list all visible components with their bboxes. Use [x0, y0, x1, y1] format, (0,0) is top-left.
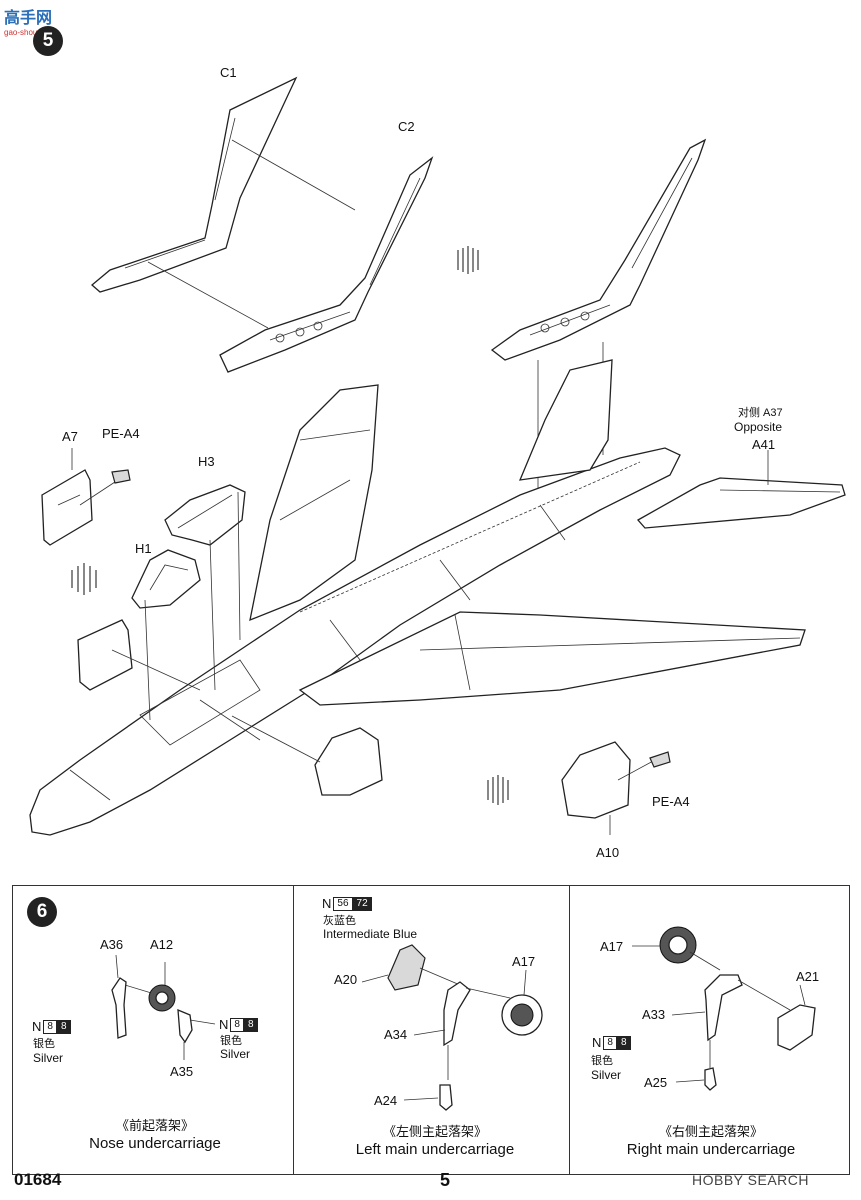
paint-nose-left-cn: 银色: [33, 1038, 55, 1050]
part-a24: [439, 1084, 453, 1111]
caption-nose: 《前起落架》 Nose undercarriage: [40, 1117, 270, 1153]
paint-nose-right: N 8 8: [219, 1017, 258, 1032]
label-h3: H3: [198, 454, 215, 469]
paint-right-main-cn: 银色: [591, 1055, 613, 1067]
label-a24: A24: [374, 1093, 398, 1108]
step6-number: 6: [27, 897, 57, 927]
label-a34: A34: [384, 1027, 408, 1042]
aircraft-left-wing: [249, 384, 379, 622]
paint-left-main-cn: 灰蓝色: [323, 915, 356, 927]
paint-code-black: 72: [352, 896, 372, 911]
label-a10: A10: [596, 845, 620, 860]
part-a35: [177, 1008, 193, 1044]
part-c1: [90, 76, 298, 293]
step6-panel-right-main: [569, 885, 850, 1175]
footer-kit-code: 01684: [14, 1170, 62, 1189]
label-a20: A20: [334, 972, 358, 987]
step5-illustration: [29, 76, 846, 836]
paint-code-white: 8: [43, 1019, 57, 1034]
label-pe-a4-left: PE-A4: [102, 426, 140, 441]
paint-code-black: 8: [56, 1019, 71, 1034]
paint-nose-right-en: Silver: [220, 1047, 251, 1061]
part-a41: [636, 477, 846, 529]
caption-right-main-cn: 《右侧主起落架》: [658, 1124, 763, 1139]
part-a10: [561, 741, 631, 819]
label-a21: A21: [796, 969, 820, 984]
caption-right-main: 《右侧主起落架》 Right main undercarriage: [596, 1123, 826, 1159]
label-a12: A12: [150, 937, 174, 952]
step5-number: 5: [33, 26, 63, 56]
paint-prefix: N: [322, 896, 332, 911]
footer-brand: HOBBY SEARCH: [692, 1172, 809, 1188]
label-a37-cn: 对侧 A37: [738, 407, 783, 419]
label-a35: A35: [170, 1064, 194, 1079]
label-a37-en: Opposite: [734, 420, 783, 434]
paint-right-main: N 8 8: [592, 1035, 631, 1050]
label-a17-left: A17: [512, 954, 536, 969]
part-a20: [387, 944, 426, 991]
watermark-site-cn: 高手网: [4, 10, 53, 27]
caption-nose-cn: 《前起落架》: [115, 1118, 194, 1133]
paint-prefix: N: [592, 1035, 602, 1050]
paint-code-black: 8: [616, 1035, 631, 1050]
part-a36: [111, 977, 127, 1039]
label-a36: A36: [100, 937, 124, 952]
paint-prefix: N: [32, 1019, 42, 1034]
label-a33: A33: [642, 1007, 666, 1022]
caption-left-main-en: Left main undercarriage: [355, 1141, 515, 1158]
label-a17-right: A17: [600, 939, 624, 954]
label-c2: C2: [398, 119, 415, 134]
paint-code-black: 8: [243, 1017, 258, 1032]
part-a21: [777, 1004, 816, 1051]
paint-nose-right-cn: 银色: [220, 1035, 242, 1047]
part-a33: [704, 974, 743, 1042]
label-h1: H1: [135, 541, 152, 556]
caption-left-main-cn: 《左侧主起落架》: [382, 1124, 487, 1139]
label-a25: A25: [644, 1075, 668, 1090]
paint-code-white: 8: [603, 1035, 617, 1050]
part-a7: [41, 469, 93, 546]
paint-nose-left: N 8 8: [32, 1019, 71, 1034]
paint-left-main: N 56 72: [322, 896, 372, 911]
part-a25: [704, 1067, 717, 1091]
watermark-site-url: gao-shou.com: [4, 28, 55, 37]
caption-nose-en: Nose undercarriage: [89, 1135, 221, 1152]
paint-nose-left-en: Silver: [33, 1051, 64, 1065]
paint-code-white: 8: [230, 1017, 244, 1032]
part-a34: [443, 981, 471, 1047]
part-h3: [164, 484, 246, 546]
aircraft-fuselage: [29, 447, 681, 836]
footer-page-number: 5: [440, 1170, 451, 1190]
paint-prefix: N: [219, 1017, 229, 1032]
part-c2: [219, 156, 434, 373]
part-fin-assembled: [490, 138, 707, 361]
paint-left-main-en: Intermediate Blue: [323, 927, 418, 941]
label-a7: A7: [62, 429, 78, 444]
label-a41: A41: [752, 437, 776, 452]
caption-left-main: 《左侧主起落架》 Left main undercarriage: [320, 1123, 550, 1159]
paint-code-white: 56: [333, 896, 353, 911]
label-pe-a4-right: PE-A4: [652, 794, 690, 809]
watermark-logo: 高手网 gao-shou.com: [4, 4, 55, 37]
paint-right-main-en: Silver: [591, 1068, 622, 1082]
part-intake-left: [314, 727, 383, 796]
aircraft-right-wing: [298, 611, 806, 706]
label-c1: C1: [220, 65, 237, 80]
caption-right-main-en: Right main undercarriage: [626, 1141, 796, 1158]
